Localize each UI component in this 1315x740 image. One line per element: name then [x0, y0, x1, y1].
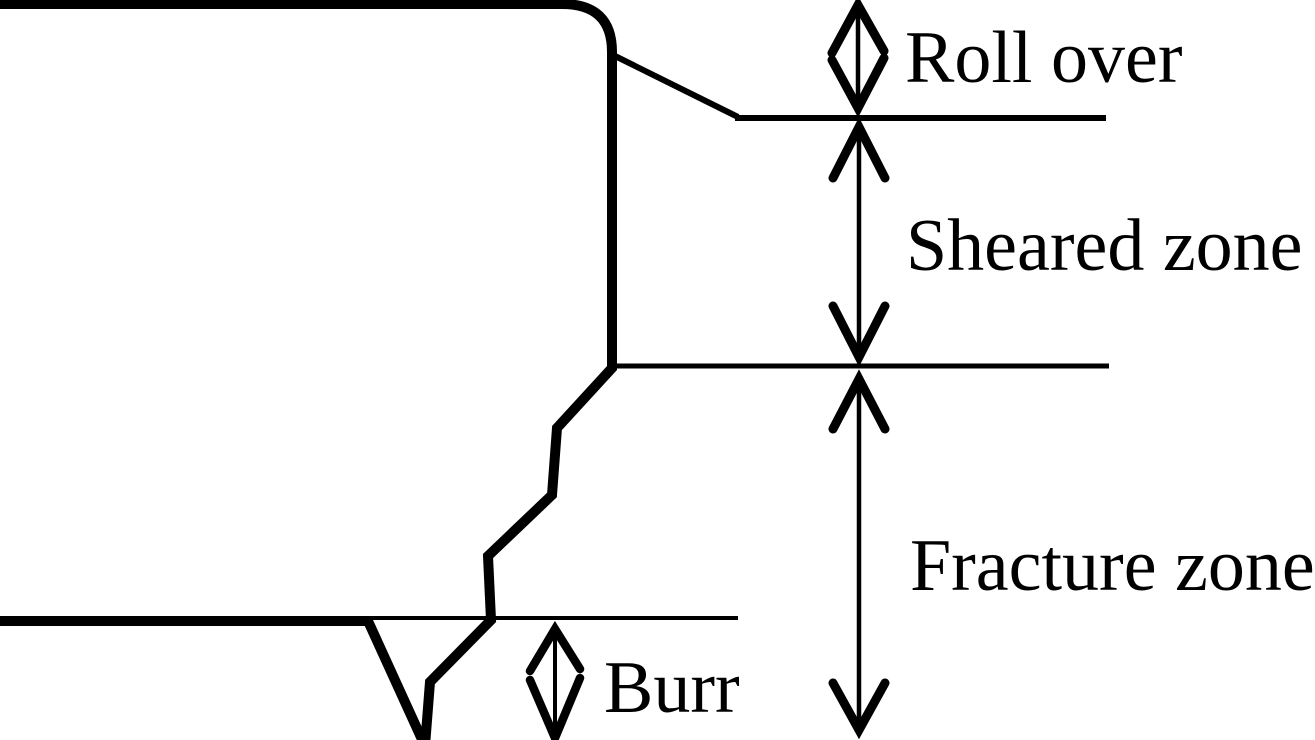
material-profile-outline [0, 0, 617, 740]
roll-over-dimension-arrow [827, 0, 889, 118]
arrow-head-down-icon [827, 53, 889, 118]
arrow-head-down-icon [828, 301, 890, 367]
roll-over-slope-line [611, 52, 740, 120]
sheared-zone-dimension-arrow [828, 117, 890, 367]
sheared-zone-label: Sheared zone [906, 205, 1303, 287]
arrow-head-up-icon [525, 620, 585, 676]
arrow-head-down-icon [525, 673, 585, 740]
arrow-head-up-icon [827, 0, 889, 58]
roll-over-label: Roll over [905, 17, 1183, 99]
fracture-zone-dimension-arrow [828, 369, 890, 740]
arrow-head-up-icon [828, 369, 890, 434]
fracture-zone-label: Fracture zone [910, 525, 1315, 607]
burr-label: Burr [604, 647, 740, 729]
burr-dimension-arrow [525, 620, 585, 740]
arrow-head-up-icon [828, 117, 890, 183]
arrow-head-down-icon [828, 678, 890, 740]
